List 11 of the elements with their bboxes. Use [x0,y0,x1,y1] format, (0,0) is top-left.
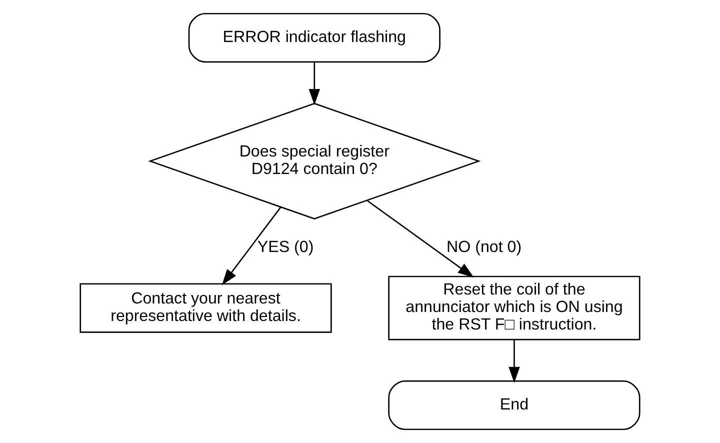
node-diamond: Does special register D9124 contain 0? [148,102,481,220]
arrow [367,200,474,278]
edge-label: NO (not 0) [446,238,522,256]
edge-label: YES (0) [257,238,314,256]
node-box: Contact your nearest representative with details. [80,283,332,333]
arrow [508,340,520,384]
node-box: Reset the coil of the annunciator which is ON using the RST F□ instruction. [388,276,640,340]
node-box: End [388,380,640,430]
arrow [308,62,320,106]
node-box: ERROR indicator flashing [188,12,440,63]
arrow [222,206,282,286]
